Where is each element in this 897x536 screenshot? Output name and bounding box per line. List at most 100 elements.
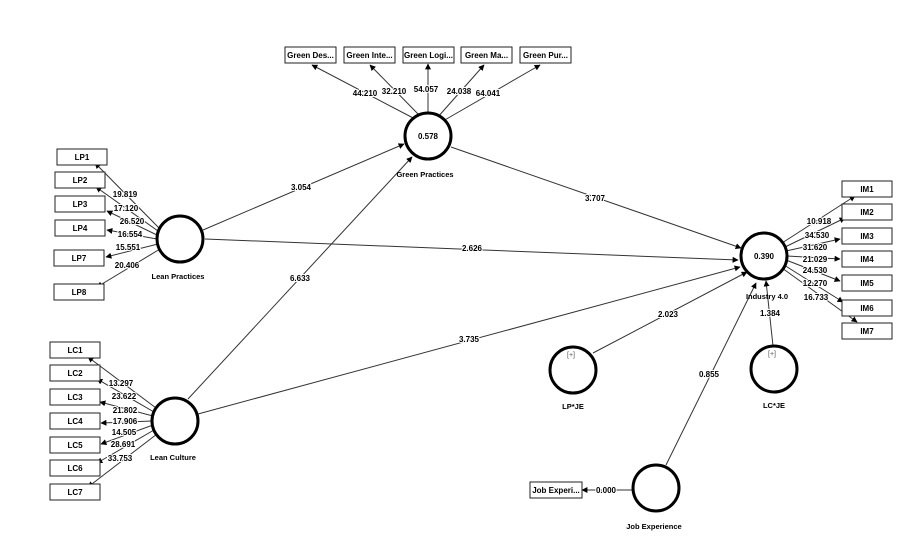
latent-label: LC*JE — [763, 401, 785, 410]
indicator-label: Green Pur... — [523, 51, 568, 60]
indicator-label: IM1 — [860, 185, 874, 194]
latent-industry-40[interactable]: 0.390 Industry 4.0 — [739, 231, 789, 301]
indicator-im7[interactable]: IM7 — [841, 322, 893, 340]
indicator-label: LC7 — [67, 488, 83, 497]
edge-lp-gp — [202, 143, 405, 231]
indicator-lc2[interactable]: LC2 — [49, 364, 101, 382]
indicator-label: LC5 — [67, 441, 83, 450]
latent-green-practices[interactable]: 0.578 Green Practices — [396, 111, 454, 179]
edge-lp-lp4 — [106, 228, 158, 240]
edge-gp-green-ma — [436, 64, 485, 119]
loading-green-logi: 54.057 — [414, 85, 439, 94]
loading-lc5: 14.505 — [112, 428, 137, 437]
path-lp-gp: 3.054 — [291, 183, 312, 192]
indicator-lp4[interactable]: LP4 — [54, 219, 106, 237]
indicator-lp8[interactable]: LP8 — [53, 283, 105, 301]
indicator-label: LC6 — [67, 464, 83, 473]
indicator-lp2[interactable]: LP2 — [54, 171, 106, 189]
latent-lc-je[interactable]: [+] LC*JE — [749, 344, 799, 410]
indicator-label: IM3 — [860, 232, 874, 241]
indicator-im3[interactable]: IM3 — [841, 227, 893, 245]
indicator-green-inte[interactable]: Green Inte... — [343, 46, 396, 64]
latent-label: Job Experience — [626, 522, 681, 531]
latent-lean-practices[interactable]: Lean Practices — [152, 214, 205, 281]
loading-im4: 21.029 — [803, 255, 828, 264]
edge-lc-lc4 — [100, 419, 153, 426]
edge-lp-lp2 — [95, 186, 159, 232]
indicator-job-experience[interactable]: Job Experi... — [529, 481, 583, 499]
indicator-lc7[interactable]: LC7 — [49, 483, 101, 501]
indicator-im1[interactable]: IM1 — [841, 180, 893, 198]
indicator-lp7[interactable]: LP7 — [53, 249, 105, 267]
indicator-label: IM4 — [860, 255, 874, 264]
indicator-label: IM5 — [860, 279, 874, 288]
indicator-label: LP3 — [73, 200, 88, 209]
indicator-lc4[interactable]: LC4 — [49, 412, 101, 430]
edge-lcje-im — [763, 280, 774, 347]
loading-green-pur: 64.041 — [476, 89, 501, 98]
edge-lp-lp7 — [105, 243, 159, 259]
loading-lc7: 33.753 — [108, 454, 133, 463]
latent-lp-je[interactable]: [+] LP*JE — [548, 345, 598, 411]
expand-icon[interactable]: [+] — [567, 352, 575, 359]
loading-lc1: 13.297 — [109, 379, 134, 388]
path-lp-im: 2.626 — [462, 244, 483, 253]
indicator-label: IM2 — [860, 208, 874, 217]
indicator-im2[interactable]: IM2 — [841, 203, 893, 221]
expand-icon[interactable]: [+] — [768, 351, 776, 358]
edge-lp-im — [204, 238, 739, 263]
loading-lc2: 23.622 — [112, 392, 137, 401]
edge-je-im — [665, 282, 757, 466]
latent-job-experience[interactable]: Job Experience — [626, 463, 682, 531]
indicator-label: LP7 — [72, 254, 87, 263]
indicator-lc6[interactable]: LC6 — [49, 459, 101, 477]
edge-lp-lp8 — [96, 248, 161, 288]
loading-lp3: 26.520 — [120, 217, 145, 226]
r-squared-value: 0.578 — [418, 132, 439, 141]
edge-im-im5 — [785, 259, 841, 282]
indicator-green-des[interactable]: Green Des... — [284, 46, 337, 64]
indicator-lc1[interactable]: LC1 — [49, 341, 101, 359]
latent-label: Green Practices — [396, 170, 453, 179]
edge-lc-gp — [187, 156, 413, 400]
edge-lc-lc2 — [96, 378, 155, 413]
edge-gp-green-inte — [369, 64, 422, 118]
indicator-label: Job Experi... — [532, 486, 580, 495]
path-lc-im: 3.735 — [459, 335, 480, 344]
edge-lc-lc5 — [100, 424, 154, 445]
indicator-im4[interactable]: IM4 — [841, 250, 893, 268]
indicator-green-ma[interactable]: Green Ma... — [460, 46, 513, 64]
indicator-label: LP4 — [73, 224, 88, 233]
loading-im6: 12.270 — [803, 279, 828, 288]
loading-lp4: 16.554 — [118, 230, 143, 239]
edge-lc-lc3 — [99, 400, 154, 417]
loading-green-des: 44.210 — [353, 89, 378, 98]
indicator-im6[interactable]: IM6 — [841, 299, 893, 317]
latent-lean-culture[interactable]: Lean Culture — [150, 396, 200, 462]
latent-label: Lean Culture — [150, 453, 196, 462]
indicator-label: Green Ma... — [465, 51, 508, 60]
indicator-label: LP1 — [75, 153, 90, 162]
loading-lp7: 15.551 — [116, 243, 141, 252]
indicator-green-logi[interactable]: Green Logi... — [402, 46, 455, 64]
indicator-label: IM7 — [860, 327, 874, 336]
indicator-label: LC1 — [67, 346, 83, 355]
indicator-lc3[interactable]: LC3 — [49, 388, 101, 406]
indicator-im5[interactable]: IM5 — [841, 274, 893, 292]
indicator-lc5[interactable]: LC5 — [49, 436, 101, 454]
indicator-label: IM6 — [860, 304, 874, 313]
latent-label: Lean Practices — [152, 272, 205, 281]
indicator-lp1[interactable]: LP1 — [56, 148, 108, 166]
indicator-green-pur[interactable]: Green Pur... — [519, 46, 572, 64]
edge-lp-lp1 — [94, 162, 160, 229]
loading-im5: 24.530 — [803, 266, 828, 275]
indicator-label: LP8 — [72, 288, 87, 297]
edge-lc-lc7 — [87, 433, 158, 488]
path-je-im: 0.855 — [699, 370, 720, 379]
indicator-lp3[interactable]: LP3 — [54, 195, 106, 213]
edge-lp-lp3 — [106, 210, 158, 236]
indicator-label: Green Logi... — [404, 51, 453, 60]
loading-im3: 31.620 — [803, 243, 828, 252]
loading-job-experience: 0.000 — [596, 486, 617, 495]
